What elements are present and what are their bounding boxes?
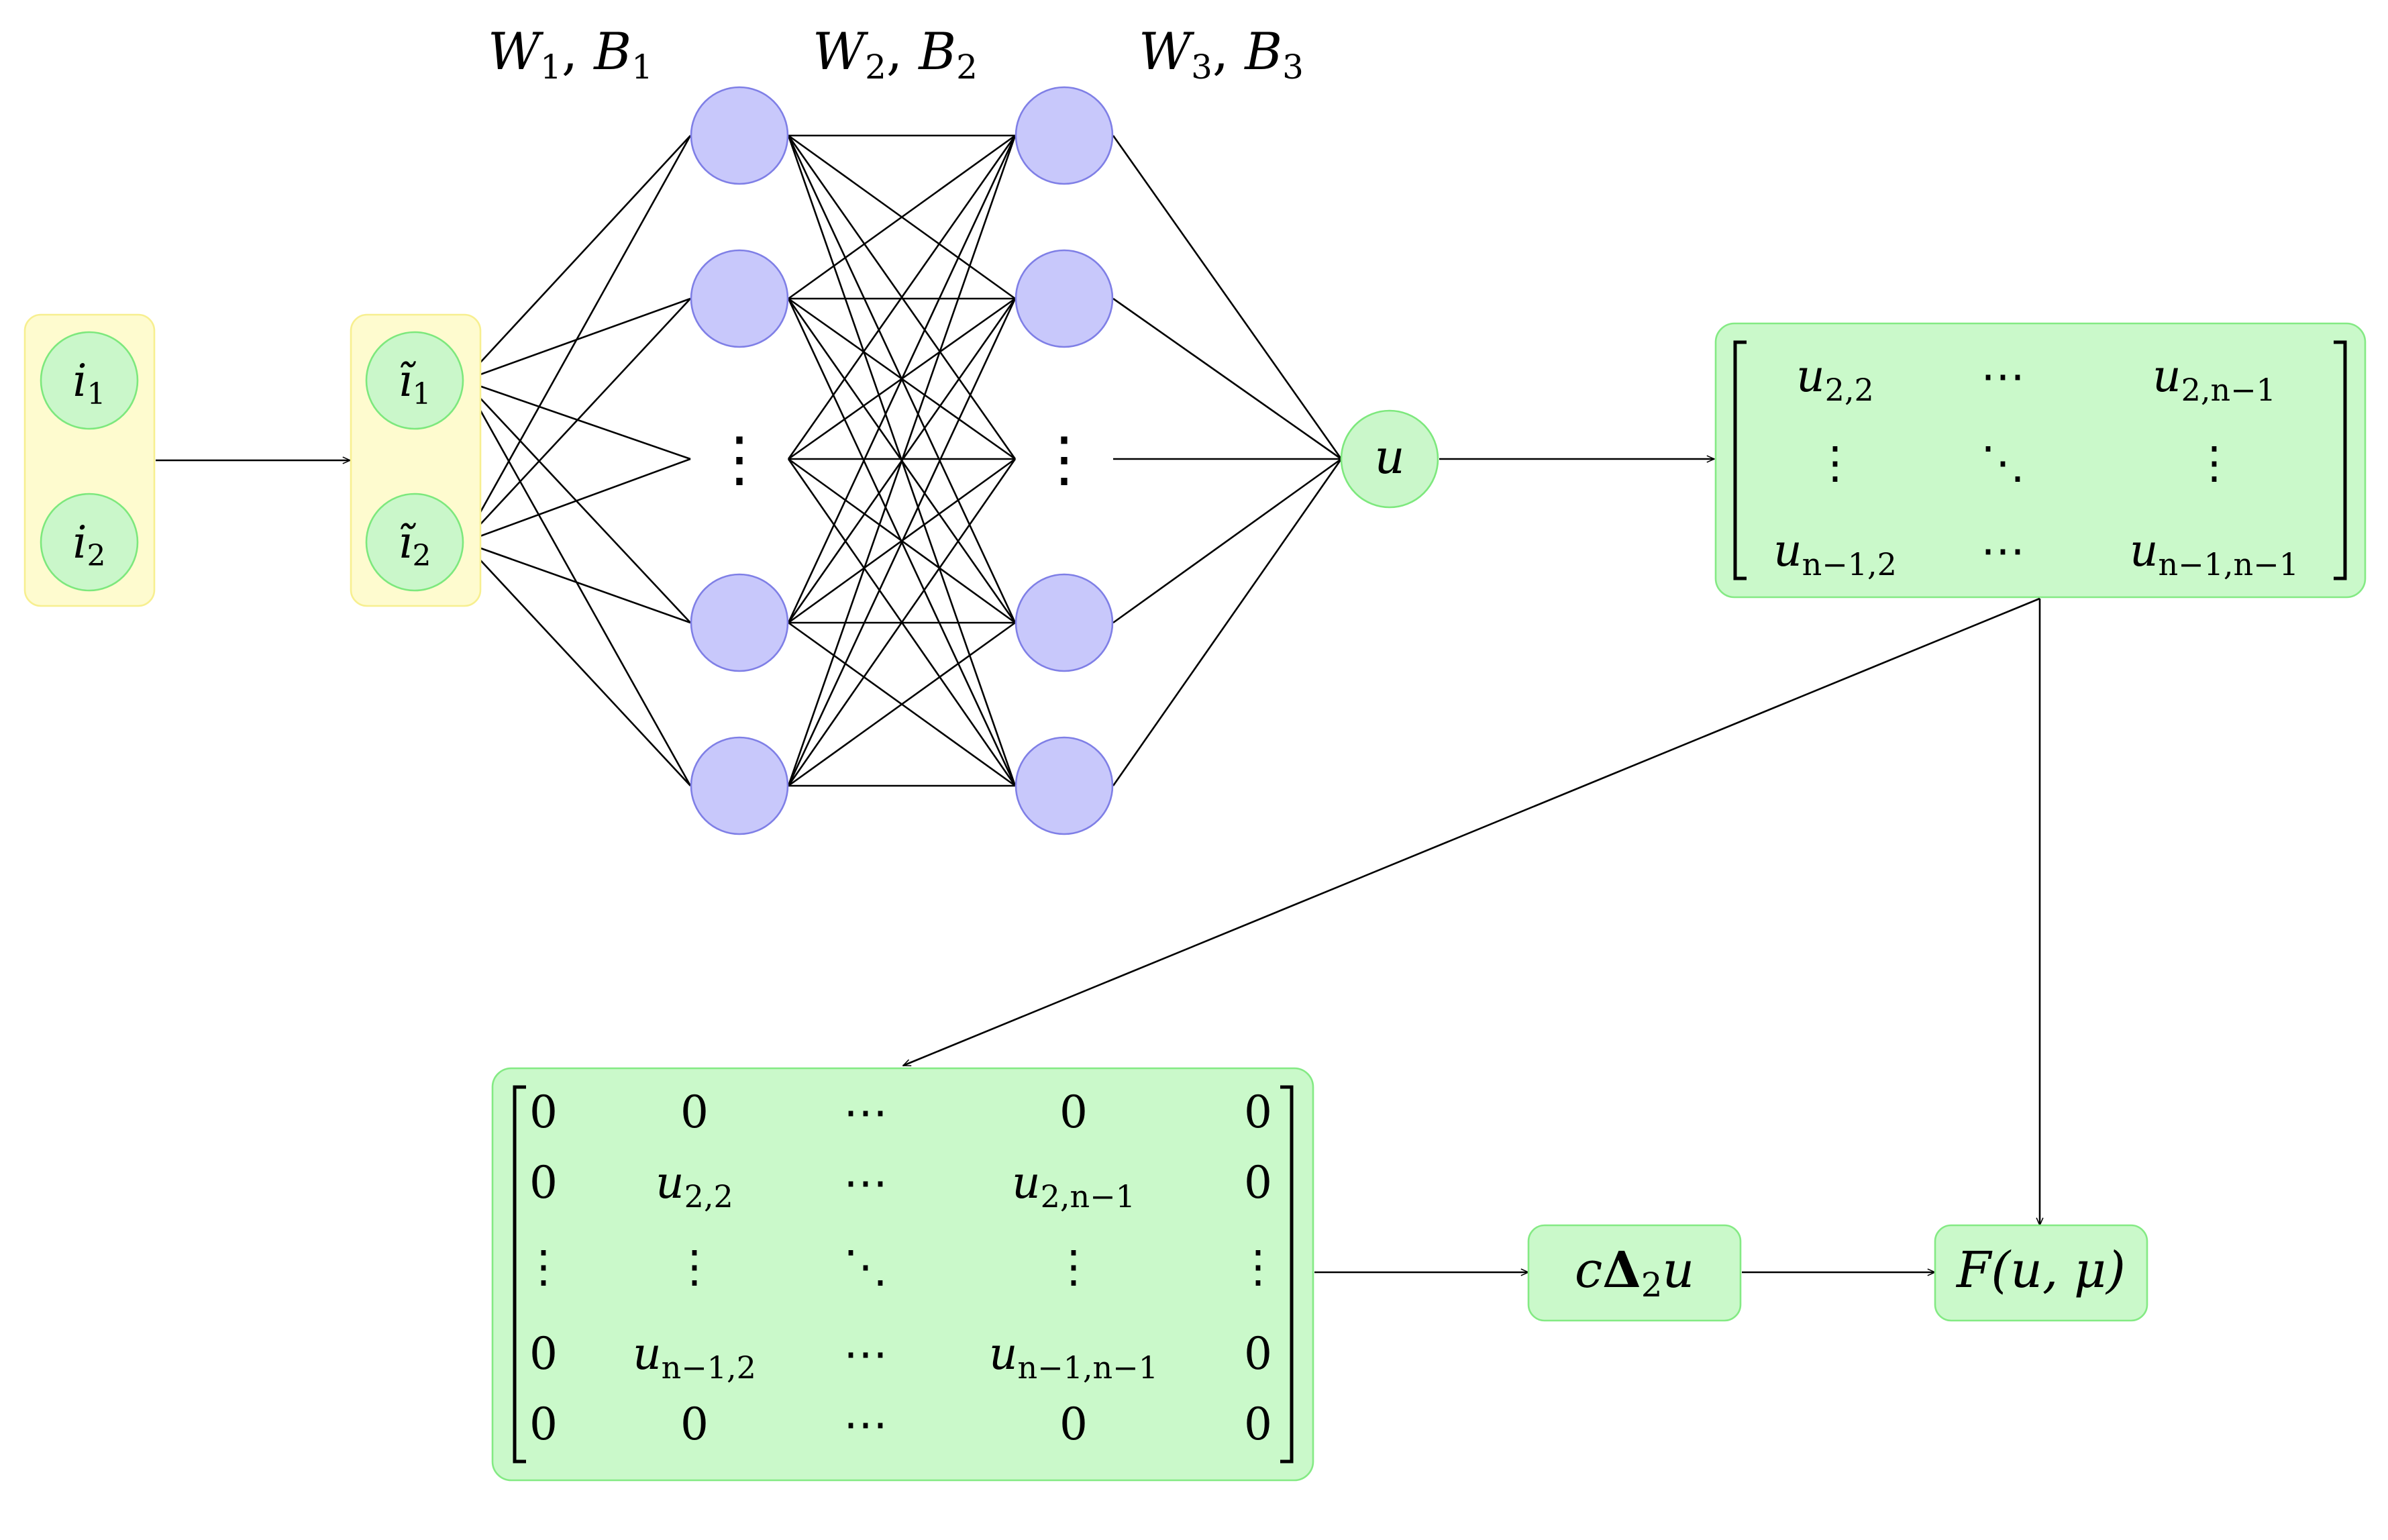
layer-labels: W1, B1 W2, B2 W3, B3 bbox=[488, 21, 1304, 87]
padded-matrix-cell-5-3: ⋯ bbox=[843, 1398, 888, 1450]
hidden2-ellipsis: ⋮ bbox=[1034, 424, 1094, 495]
padded-matrix-cell-3-4: ⋮ bbox=[1051, 1241, 1096, 1292]
padded-matrix-cell-2-3: ⋯ bbox=[843, 1157, 888, 1209]
hidden1-node-4 bbox=[690, 736, 789, 835]
padded-matrix-cell-1-4: 0 bbox=[1059, 1086, 1088, 1138]
interior-matrix-frame bbox=[1714, 322, 2367, 599]
padded-matrix-cell-4-3: ⋯ bbox=[843, 1328, 888, 1380]
hidden1-node-2 bbox=[690, 249, 789, 348]
result-label: F(u, μ) bbox=[1955, 1241, 2126, 1299]
hidden2-node-1 bbox=[1015, 86, 1114, 185]
padded-matrix-right-bracket bbox=[1280, 1085, 1294, 1464]
padded-matrix-cell-5-2: 0 bbox=[680, 1398, 709, 1450]
edges-input-to-hidden1 bbox=[462, 135, 692, 786]
hidden2-node-4 bbox=[1015, 736, 1114, 835]
padded-matrix-cell-4-5: 0 bbox=[1244, 1328, 1272, 1380]
interior-matrix-cell-1-1: u2,2 bbox=[1796, 350, 1874, 408]
padded-matrix-cell-2-4: u2,n−1 bbox=[1012, 1157, 1135, 1215]
input-node-1 bbox=[40, 331, 139, 430]
hidden1-node-1 bbox=[690, 86, 789, 185]
output-node bbox=[1340, 409, 1439, 509]
padded-matrix-cell-5-1: 0 bbox=[529, 1398, 558, 1450]
arrow-interior-to-padded-matrix bbox=[903, 597, 2040, 1067]
hidden2-node-3 bbox=[1015, 573, 1114, 672]
padded-matrix-frame bbox=[491, 1067, 1314, 1482]
hidden2-node-2 bbox=[1015, 249, 1114, 348]
padded-matrix-cell-1-3: ⋯ bbox=[843, 1086, 888, 1138]
interior-matrix-box: u2,2 ⋯ u2,n−1 ⋮ ⋱ ⋮ un−1,2 ⋯ un−1,n−1 bbox=[1714, 322, 2367, 599]
padded-matrix-cell-2-5: 0 bbox=[1244, 1157, 1272, 1209]
transformed-input-node-2 bbox=[365, 493, 464, 592]
padded-matrix-cell-1-1: 0 bbox=[529, 1086, 558, 1138]
padded-matrix-cell-3-1: ⋮ bbox=[521, 1241, 566, 1292]
result-box: F(u, μ) bbox=[1934, 1224, 2148, 1322]
layer-label-1: W1, B1 bbox=[488, 21, 653, 87]
interior-matrix-cell-2-3: ⋮ bbox=[2192, 437, 2236, 489]
padded-matrix-cell-3-5: ⋮ bbox=[1236, 1241, 1280, 1292]
padded-matrix-cell-2-1: 0 bbox=[529, 1157, 558, 1209]
transformed-input-node-1 bbox=[365, 331, 464, 430]
result-frame bbox=[1934, 1224, 2148, 1322]
interior-matrix-left-bracket bbox=[1733, 340, 1747, 580]
interior-matrix-cell-3-3: un−1,n−1 bbox=[2130, 525, 2299, 582]
interior-matrix-cell-1-2: ⋯ bbox=[1981, 350, 2025, 402]
input-node-2 bbox=[40, 493, 139, 592]
padded-matrix-cell-4-2: un−1,2 bbox=[633, 1328, 756, 1386]
output-node-group: u bbox=[1340, 409, 1439, 509]
padded-matrix-cell-5-5: 0 bbox=[1244, 1398, 1272, 1450]
layer-label-3: W3, B3 bbox=[1139, 21, 1304, 87]
padded-matrix-cell-1-2: 0 bbox=[680, 1086, 709, 1138]
layer-label-2: W2, B2 bbox=[813, 21, 978, 87]
hidden1-node-3 bbox=[690, 573, 789, 672]
padded-matrix-box: 0 0 ⋯ 0 0 0 u2,2 ⋯ u2,n−1 0 ⋮ ⋮ ⋱ ⋮ ⋮ 0 un−1,2 ⋯ un−1,n−1 0… bbox=[491, 1067, 1314, 1482]
padded-matrix-cell-5-4: 0 bbox=[1059, 1398, 1088, 1450]
interior-matrix-cell-3-1: un−1,2 bbox=[1773, 525, 1897, 582]
interior-matrix-cell-2-1: ⋮ bbox=[1813, 437, 1857, 489]
padded-matrix-cells: 0 0 ⋯ 0 0 0 u2,2 ⋯ u2,n−1 0 ⋮ ⋮ ⋱ ⋮ ⋮ 0 un−1,2 ⋯ un−1,n−1 0… bbox=[521, 1086, 1280, 1450]
padded-matrix-cell-1-5: 0 bbox=[1244, 1086, 1272, 1138]
edges-hidden2-to-output bbox=[1112, 135, 1343, 786]
interior-matrix-cells: u2,2 ⋯ u2,n−1 ⋮ ⋱ ⋮ un−1,2 ⋯ un−1,n−1 bbox=[1773, 350, 2299, 582]
interior-matrix-cell-2-2: ⋱ bbox=[1981, 437, 2025, 489]
laplacian-frame bbox=[1527, 1224, 1742, 1322]
interior-matrix-right-bracket bbox=[2334, 340, 2347, 580]
output-label: u bbox=[1374, 429, 1404, 484]
hidden-layer-1: ⋮ bbox=[690, 86, 789, 835]
input-group: i1 i2 bbox=[23, 313, 156, 607]
padded-matrix-cell-3-3: ⋱ bbox=[843, 1241, 888, 1292]
padded-matrix-left-bracket bbox=[513, 1085, 526, 1464]
transformed-input-group: ĩ1 ĩ2 bbox=[350, 313, 482, 607]
input-label-2: i2 bbox=[72, 517, 105, 573]
hidden-layer-2: ⋮ bbox=[1015, 86, 1114, 835]
input-label-1: i1 bbox=[72, 355, 105, 411]
network-edges bbox=[462, 134, 1343, 787]
interior-matrix-cell-1-3: u2,n−1 bbox=[2152, 350, 2276, 408]
laplacian-box: cΔ2u bbox=[1527, 1224, 1742, 1322]
laplacian-label: cΔ2u bbox=[1575, 1241, 1694, 1304]
padded-matrix-cell-4-1: 0 bbox=[529, 1328, 558, 1380]
padded-matrix-cell-4-4: un−1,n−1 bbox=[989, 1328, 1158, 1386]
interior-matrix-cell-3-2: ⋯ bbox=[1981, 525, 2025, 576]
padded-matrix-cell-2-2: u2,2 bbox=[656, 1157, 733, 1215]
hidden1-ellipsis: ⋮ bbox=[709, 424, 770, 495]
padded-matrix-cell-3-2: ⋮ bbox=[672, 1241, 717, 1292]
edges-hidden1-to-hidden2 bbox=[787, 134, 1017, 787]
